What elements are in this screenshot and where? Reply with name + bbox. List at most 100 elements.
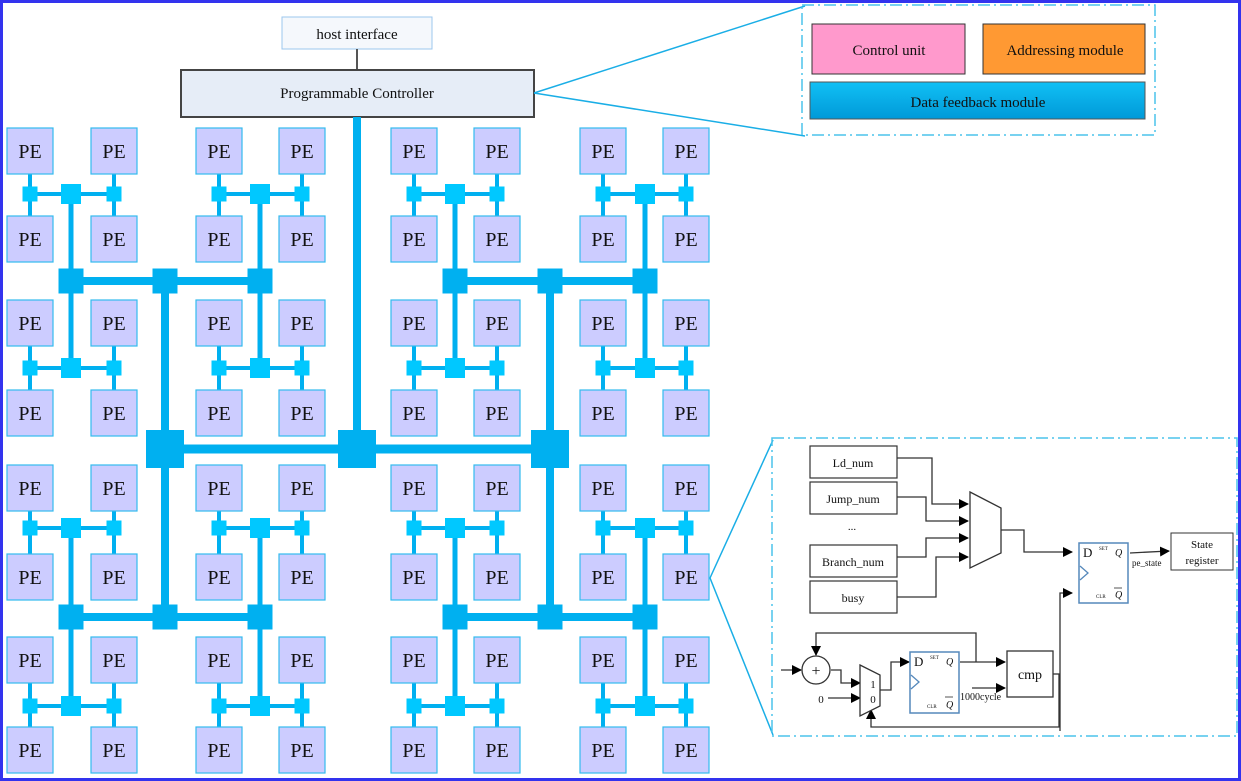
pe-block xyxy=(662,215,710,263)
router-medium xyxy=(445,358,465,378)
pe-label: PE xyxy=(290,403,313,425)
pe-block xyxy=(579,726,627,774)
pe-label: PE xyxy=(591,229,614,251)
router-large xyxy=(632,604,658,630)
programmable-controller-label: Programmable Controller xyxy=(280,86,434,102)
pe-block xyxy=(473,215,521,263)
router-large xyxy=(247,268,273,294)
router-small xyxy=(22,698,38,714)
router-small xyxy=(678,698,694,714)
pe-block xyxy=(195,215,243,263)
pe-label: PE xyxy=(674,141,697,163)
router-top xyxy=(146,430,184,468)
pe-block xyxy=(579,299,627,347)
input-counter-box xyxy=(809,481,898,515)
pe-label: PE xyxy=(18,567,41,589)
pe-label: PE xyxy=(207,141,230,163)
router-medium xyxy=(250,184,270,204)
router-small xyxy=(489,360,505,376)
input-counter-label: Jump_num xyxy=(826,492,880,506)
pe-label: PE xyxy=(591,567,614,589)
router-small xyxy=(22,186,38,202)
adder: + xyxy=(801,655,831,685)
pe-state-signal: pe_state xyxy=(1132,558,1162,568)
pe-label: PE xyxy=(485,141,508,163)
router-medium xyxy=(250,358,270,378)
input-counter-box xyxy=(809,544,898,578)
pe-label: PE xyxy=(485,740,508,762)
router-small xyxy=(595,698,611,714)
cycle-label: 1000cycle xyxy=(960,692,1002,703)
router-small xyxy=(678,520,694,536)
pe-block xyxy=(473,553,521,601)
pe-label: PE xyxy=(402,141,425,163)
router-small xyxy=(211,360,227,376)
cmp-label: cmp xyxy=(1018,668,1042,683)
pe-block xyxy=(662,299,710,347)
ff-set-label: SET xyxy=(1099,547,1108,552)
pe-label: PE xyxy=(290,567,313,589)
pe-block xyxy=(90,215,138,263)
pe-label: PE xyxy=(402,740,425,762)
pe-label: PE xyxy=(290,740,313,762)
router-small xyxy=(211,698,227,714)
pe-block xyxy=(390,127,438,175)
mux-input-0: 0 xyxy=(870,694,876,706)
pe-block xyxy=(390,215,438,263)
cff-set-label: SET xyxy=(930,656,939,661)
pe-label: PE xyxy=(402,229,425,251)
pe-block xyxy=(390,464,438,512)
router-small xyxy=(678,186,694,202)
router-large xyxy=(537,604,563,630)
router-small xyxy=(595,520,611,536)
pe-block xyxy=(390,299,438,347)
host-interface-label: host interface xyxy=(316,27,398,43)
pe-block xyxy=(195,553,243,601)
pe-block xyxy=(6,299,54,347)
pe-label: PE xyxy=(290,478,313,500)
pe-label: PE xyxy=(485,313,508,335)
pe-block xyxy=(6,215,54,263)
control-unit-label: Control unit xyxy=(853,43,927,59)
counter-flipflop: D SET Q CLR Q xyxy=(909,651,960,714)
router-small xyxy=(678,360,694,376)
pe-label: PE xyxy=(402,313,425,335)
input-ellipsis: ... xyxy=(848,521,857,533)
pe-block xyxy=(195,726,243,774)
ff-qbar-label: Q xyxy=(1115,590,1123,601)
pe-label: PE xyxy=(18,478,41,500)
pe-block xyxy=(579,553,627,601)
router-medium xyxy=(61,518,81,538)
pe-label: PE xyxy=(18,650,41,672)
pe-block xyxy=(90,127,138,175)
pe-label: PE xyxy=(591,650,614,672)
pe-label: PE xyxy=(207,478,230,500)
pe-label: PE xyxy=(674,567,697,589)
pe-block xyxy=(473,389,521,437)
pe-block xyxy=(278,553,326,601)
pe-block xyxy=(6,726,54,774)
pe-label: PE xyxy=(18,313,41,335)
router-medium xyxy=(250,518,270,538)
adder-symbol: + xyxy=(811,663,820,680)
input-counter-label: Ld_num xyxy=(833,456,874,470)
router-large xyxy=(58,268,84,294)
pe-label: PE xyxy=(591,141,614,163)
router-medium xyxy=(635,518,655,538)
pe-block xyxy=(90,726,138,774)
pe-label: PE xyxy=(18,229,41,251)
pe-label: PE xyxy=(485,229,508,251)
pe-block xyxy=(662,636,710,684)
router-large xyxy=(152,268,178,294)
router-small xyxy=(406,698,422,714)
input-mux xyxy=(969,490,1002,570)
pe-block xyxy=(90,299,138,347)
ff-q-label: Q xyxy=(1115,548,1123,559)
router-small xyxy=(489,186,505,202)
router-medium xyxy=(445,518,465,538)
router-small xyxy=(294,186,310,202)
pe-label: PE xyxy=(207,313,230,335)
pe-zoom-line-upper xyxy=(709,439,774,579)
pe-label: PE xyxy=(591,478,614,500)
router-small xyxy=(595,186,611,202)
